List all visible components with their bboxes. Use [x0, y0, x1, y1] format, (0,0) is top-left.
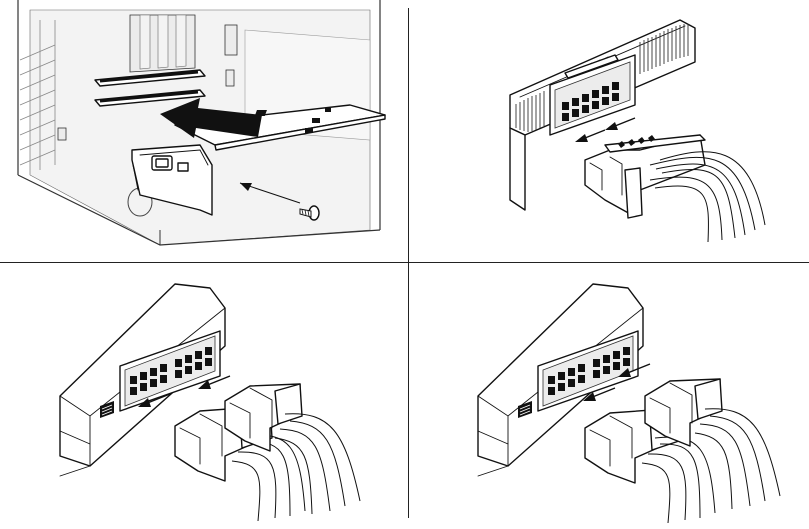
graphics-card: [131, 104, 386, 216]
pci-slots: [94, 69, 206, 107]
8pin-plug-b: [224, 383, 361, 515]
8pin-plug-b: [644, 378, 781, 510]
panel-connect-dual-8pin-b: [477, 283, 781, 524]
panel-connect-dual-8pin-a: [59, 283, 361, 522]
connector-arrows: [575, 117, 636, 142]
connector-arrows: [583, 363, 651, 401]
panel-install-card: [17, 0, 386, 246]
connector-arrows: [138, 375, 231, 407]
card-edge-12pin: [509, 19, 696, 211]
card-side-dual-8pin: [477, 283, 644, 477]
screw-icon: [299, 205, 320, 221]
insert-arrow: [160, 98, 262, 138]
panel-connect-12pin: [509, 19, 766, 243]
card-side-dual-8pin: [59, 283, 226, 477]
horizontal-divider: [0, 262, 809, 263]
vertical-divider: [408, 8, 409, 518]
screw-arrow: [239, 182, 301, 204]
12pin-plug: [584, 134, 766, 243]
